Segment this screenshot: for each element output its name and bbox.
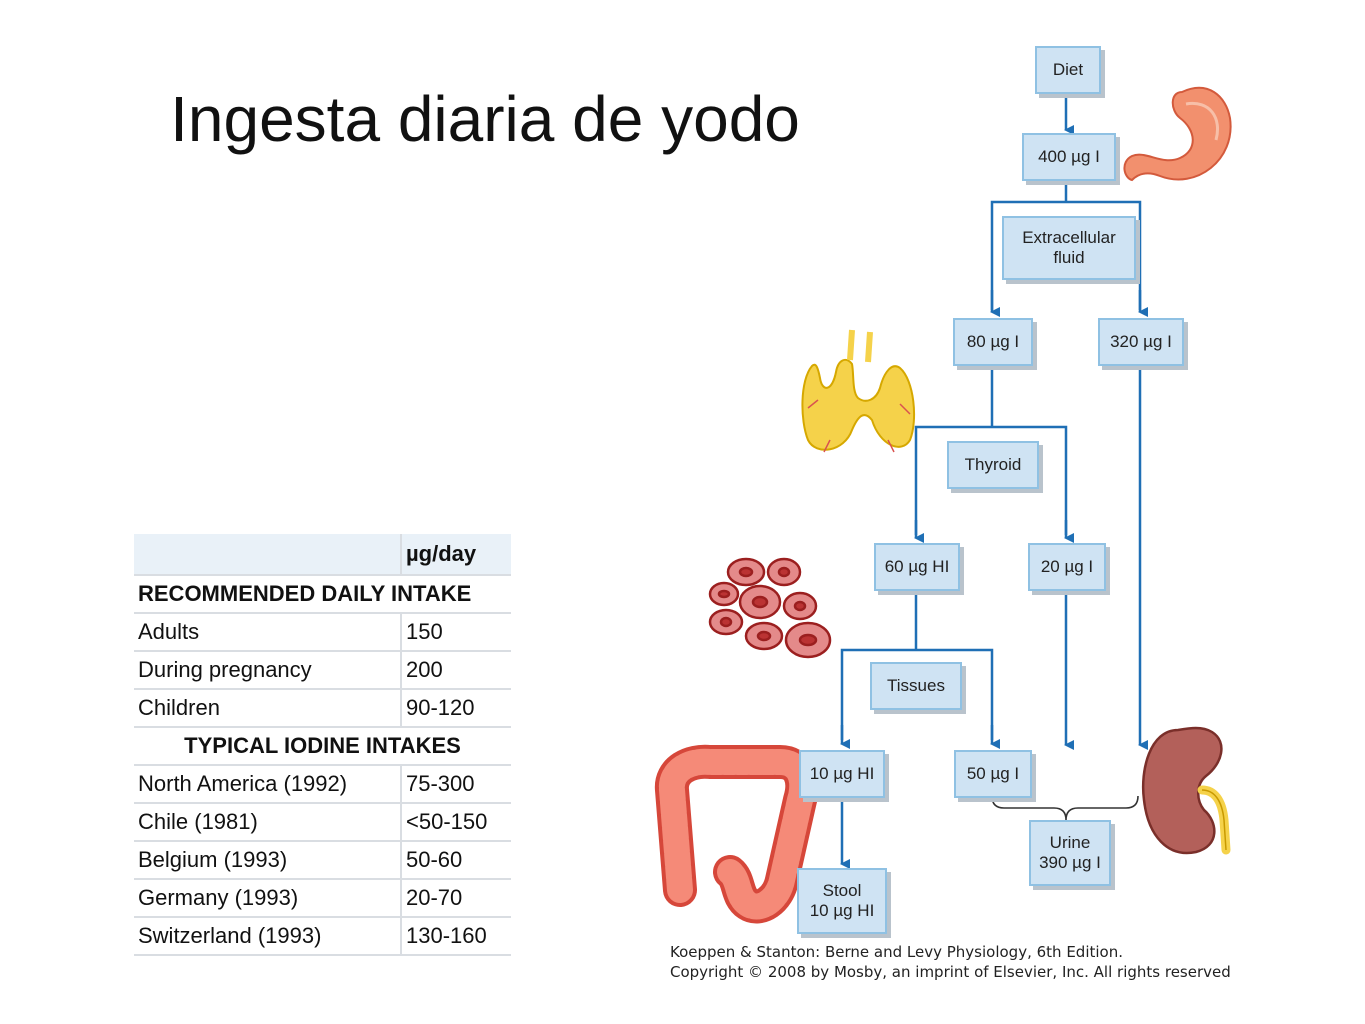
table-cell-value: 75-300 (401, 765, 511, 804)
blood-cells-icon (708, 557, 832, 659)
urine-brace (991, 795, 1139, 821)
node-thyroid-label: Thyroid (964, 455, 1022, 474)
node-thyroid: Thyroid (947, 441, 1039, 489)
table-row: Germany (1993) 20-70 (134, 879, 511, 918)
table-cell-label: Germany (1993) (134, 879, 402, 918)
table-cell-label: Children (134, 689, 402, 728)
node-urine: Urine 390 µg I (1029, 820, 1111, 886)
table-section-title: TYPICAL IODINE INTAKES (134, 727, 511, 766)
credit-line-2: Copyright © 2008 by Mosby, an imprint of… (670, 963, 1231, 981)
table-section-row: TYPICAL IODINE INTAKES (134, 727, 511, 766)
line-tissue-split (840, 648, 994, 740)
table-row: Belgium (1993) 50-60 (134, 841, 511, 880)
table-cell-label: Adults (134, 613, 402, 652)
table-row: During pregnancy 200 (134, 651, 511, 690)
table-row: Children 90-120 (134, 689, 511, 728)
table-section-title: RECOMMENDED DAILY INTAKE (134, 575, 511, 614)
slide-title: Ingesta diaria de yodo (170, 83, 800, 155)
credit-line-1: Koeppen & Stanton: Berne and Levy Physio… (670, 943, 1123, 961)
flow-lines (840, 92, 1148, 869)
table-cell-label: Chile (1981) (134, 803, 402, 842)
table-cell-label: Switzerland (1993) (134, 917, 402, 956)
node-thyroid-leak: 20 µg I (1028, 543, 1106, 591)
table-cell-label: Belgium (1993) (134, 841, 402, 880)
node-hormone-to-stool: 10 µg HI (799, 750, 885, 798)
node-tissues: Tissues (870, 662, 962, 710)
table-cell-value: 20-70 (401, 879, 511, 918)
table-cell-value: 200 (401, 651, 511, 690)
node-hormone-label: 60 µg HI (884, 557, 950, 576)
node-tissue-release-label: 50 µg I (966, 764, 1020, 783)
table-header-unit: µg/day (401, 534, 511, 576)
node-thyroid-leak-label: 20 µg I (1040, 557, 1094, 576)
thyroid-gland-icon (801, 329, 916, 453)
node-hormone: 60 µg HI (874, 543, 960, 591)
node-diet-label: Diet (1052, 60, 1084, 79)
node-hormone-to-stool-label: 10 µg HI (809, 764, 875, 783)
table-row: Chile (1981) <50-150 (134, 803, 511, 842)
node-ecf-label: Extracellular fluid (1022, 228, 1116, 267)
node-stool: Stool 10 µg HI (797, 868, 887, 934)
stomach-icon (1123, 86, 1232, 182)
table-cell-value: 50-60 (401, 841, 511, 880)
table-cell-value: 90-120 (401, 689, 511, 728)
node-intake: 400 µg I (1022, 133, 1116, 181)
table-header-blank (134, 534, 402, 576)
table-row: Adults 150 (134, 613, 511, 652)
node-thyroid-uptake-label: 80 µg I (966, 332, 1020, 351)
line-thyroid-split (914, 425, 1068, 535)
table-section-row: RECOMMENDED DAILY INTAKE (134, 575, 511, 614)
table-cell-value: 150 (401, 613, 511, 652)
table-row: North America (1992) 75-300 (134, 765, 511, 804)
table-row: Switzerland (1993) 130-160 (134, 917, 511, 956)
table-header-row: µg/day (134, 534, 511, 576)
table-cell-label: During pregnancy (134, 651, 402, 690)
table-cell-label: North America (1992) (134, 765, 402, 804)
node-tissues-label: Tissues (887, 676, 945, 695)
table-cell-value: 130-160 (401, 917, 511, 956)
node-diet: Diet (1035, 46, 1101, 94)
node-direct-excretion-label: 320 µg I (1110, 332, 1172, 351)
source-credit: Koeppen & Stanton: Berne and Levy Physio… (670, 942, 1231, 982)
node-tissue-release: 50 µg I (954, 750, 1032, 798)
node-stool-label: Stool 10 µg HI (809, 881, 875, 920)
table-cell-value: <50-150 (401, 803, 511, 842)
line-intake-split (990, 200, 1142, 310)
iodine-intake-table: µg/day RECOMMENDED DAILY INTAKE Adults 1… (134, 534, 511, 956)
kidney-icon (1141, 726, 1231, 855)
colon-icon (655, 744, 820, 924)
node-extracellular-fluid: Extracellular fluid (1002, 216, 1136, 280)
node-thyroid-uptake: 80 µg I (953, 318, 1033, 366)
node-direct-excretion: 320 µg I (1098, 318, 1184, 366)
node-urine-label: Urine 390 µg I (1039, 833, 1101, 872)
node-intake-label: 400 µg I (1038, 147, 1100, 166)
